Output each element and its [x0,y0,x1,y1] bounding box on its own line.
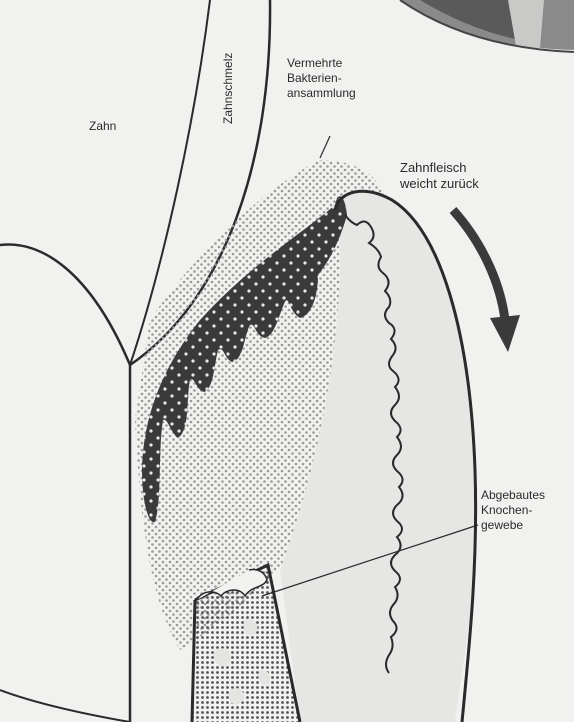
tooth-label: Zahn [89,118,116,134]
gum-recession-label: Zahnfleisch weicht zurück [400,160,479,192]
tooth-outline [0,244,130,365]
recession-arrow [453,210,520,352]
bone-label: Abgebautes Knochen- gewebe [481,488,545,533]
bacteria-label: Vermehrte Bakterien- ansammlung [287,56,356,101]
inset-corner [400,0,574,52]
tooth-left-lower [0,690,130,722]
bacteria-leader [320,136,330,158]
enamel-label: Zahnschmelz [220,53,236,124]
